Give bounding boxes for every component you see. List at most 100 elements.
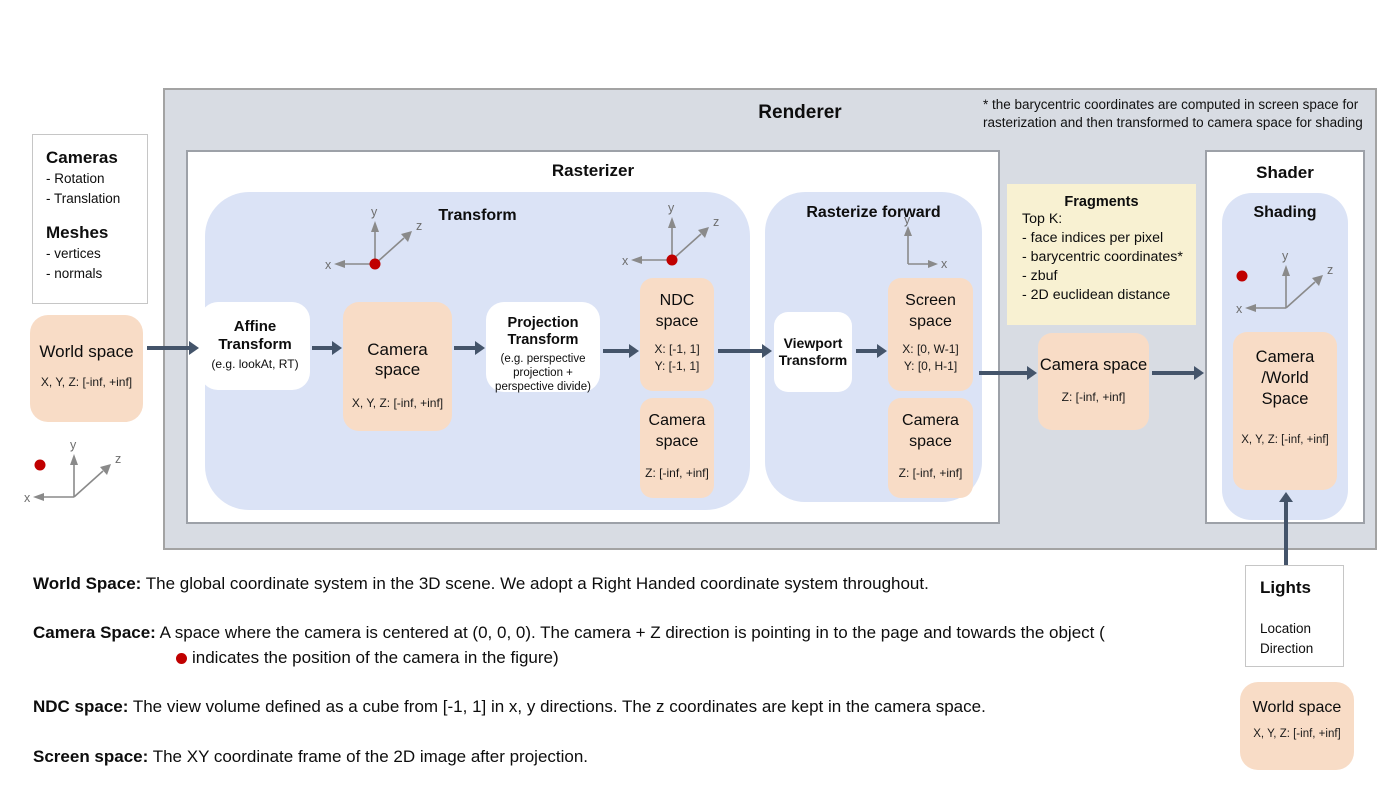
camera-space-title: Camera space [1039,356,1148,374]
svg-text:y: y [904,214,911,227]
camera-space-range: Z: [-inf, +inf] [1061,390,1126,404]
shader-title: Shader [1256,163,1314,182]
axis-triad-icon-shading: y z x [1236,249,1333,316]
fragments-item-face-indices: - face indices per pixel [1022,230,1164,246]
camera-space-z-range: Z: [-inf, +inf] [645,466,709,480]
world-space-range: X, Y, Z: [-inf, +inf] [1253,728,1341,740]
camera-space-z-box-1: Camera space Z: [-inf, +inf] [640,398,714,498]
camera-space-title: Camera space [648,412,706,450]
fragments-item-euclidean: - 2D euclidean distance [1022,287,1171,303]
arrow-camera-to-shader [1152,366,1204,380]
svg-text:x: x [622,254,629,268]
definition-world-space: World Space: The global coordinate syste… [33,571,1113,596]
camera-world-space-title: Camera /World Space [1255,348,1315,408]
affine-transform-box: Affine Transform (e.g. lookAt, RT) [200,302,310,390]
projection-transform-title: Projection Transform [507,315,579,348]
camera-position-dot [666,254,678,266]
axis-triad-icon-ndc: y z x [622,201,719,268]
rasterizer-title: Rasterizer [551,161,635,180]
camera-world-space-box: Camera /World Space X, Y, Z: [-inf, +inf… [1233,332,1337,490]
arrow-affine-to-camera [312,341,342,355]
lights-item-location: Location [1260,621,1312,636]
arrow-rasterizer-to-camera [979,366,1037,380]
cameras-title: Cameras [46,148,118,167]
definition-text: indicates the position of the camera in … [192,648,559,667]
camera-space-z-box-2: Camera space Z: [-inf, +inf] [888,398,973,498]
camera-space-box-1: Camera space X, Y, Z: [-inf, +inf] [343,302,452,431]
definition-ndc-space: NDC space: The view volume defined as a … [33,694,1113,719]
camera-space-title: Camera space [902,412,959,450]
arrow-camera-to-projection [454,341,485,355]
fragments-box: Fragments Top K: - face indices per pixe… [1007,184,1196,325]
world-space-lights-box: World space X, Y, Z: [-inf, +inf] [1240,682,1354,770]
world-space-title: World space [39,342,134,361]
arrow-viewport-to-screen [856,344,887,358]
fragments-title: Fragments [1064,194,1139,210]
svg-text:y: y [371,205,378,219]
screen-range-x: X: [0, W-1] [902,342,959,356]
camera-position-dot-legend [176,653,187,664]
definition-label: Screen space: [33,747,149,766]
viewport-transform-box: Viewport Transform [774,312,852,392]
fragments-item-zbuf: - zbuf [1022,268,1058,284]
meshes-item-normals: - normals [46,266,103,281]
svg-text:x: x [325,258,332,272]
definition-text: A space where the camera is centered at … [159,623,1105,642]
camera-space-title: Camera space [367,340,428,379]
definition-camera-space: Camera Space: A space where the camera i… [33,620,1108,670]
footnote-line-1: * the barycentric coordinates are comput… [983,97,1359,112]
camera-position-dot [1236,270,1248,282]
svg-text:z: z [416,219,422,233]
world-space-range: X, Y, Z: [-inf, +inf] [40,375,133,389]
arrow-ndc-to-viewport [718,344,772,358]
ndc-range-y: Y: [-1, 1] [654,359,700,373]
arrow-world-to-affine [147,341,199,355]
cameras-item-translation: - Translation [46,191,121,206]
cameras-meshes-box: Cameras - Rotation - Translation Meshes … [32,134,148,304]
definition-screen-space: Screen space: The XY coordinate frame of… [33,744,1113,769]
ndc-space-title: NDC space [655,292,699,330]
lights-item-direction: Direction [1260,641,1314,656]
cameras-item-rotation: - Rotation [46,171,105,186]
axis-triad-icon-transform: y z x [325,205,422,272]
arrow-lights-to-shader [1279,492,1293,565]
svg-text:x: x [1236,302,1243,316]
transform-title: Transform [438,207,517,224]
axis-triad-icon-world: y z x [24,438,121,505]
meshes-title: Meshes [46,223,109,242]
projection-transform-subtitle: (e.g. perspective projection + perspecti… [495,353,591,393]
svg-text:z: z [1327,263,1333,277]
rasterize-forward-title: Rasterize forward [806,204,941,221]
camera-space-range: X, Y, Z: [-inf, +inf] [351,396,444,410]
projection-transform-box: Projection Transform (e.g. perspective p… [486,302,600,393]
ndc-range-x: X: [-1, 1] [654,342,700,356]
camera-space-output-box: Camera space Z: [-inf, +inf] [1038,333,1149,430]
definition-text: The XY coordinate frame of the 2D image … [152,747,589,766]
screen-space-title: Screen space [905,292,956,330]
world-space-title: World space [1252,699,1342,716]
svg-text:z: z [713,215,719,229]
fragments-item-topk: Top K: [1022,211,1063,227]
shading-title: Shading [1253,204,1317,221]
barycentric-footnote: * the barycentric coordinates are comput… [983,96,1368,132]
footnote-line-2: rasterization and then transformed to ca… [983,115,1363,130]
affine-transform-title: Affine Transform [218,318,292,353]
ndc-space-box: NDC space X: [-1, 1] Y: [-1, 1] [640,278,714,391]
affine-transform-subtitle: (e.g. lookAt, RT) [211,357,299,371]
definition-text: The global coordinate system in the 3D s… [145,574,929,593]
definition-text: The view volume defined as a cube from [… [132,697,986,716]
definition-label: World Space: [33,574,142,593]
lights-title: Lights [1260,578,1311,597]
meshes-item-vertices: - vertices [46,246,101,261]
svg-text:y: y [1282,249,1289,263]
world-space-input-box: World space X, Y, Z: [-inf, +inf] [30,315,143,422]
viewport-transform-title: Viewport Transform [778,335,848,368]
axis-2d-icon-screen: y x [904,214,948,271]
definition-label: Camera Space: [33,623,156,642]
renderer-title: Renderer [758,102,842,123]
camera-position-dot [369,258,381,270]
camera-space-z-range: Z: [-inf, +inf] [898,466,963,480]
camera-position-dot [34,459,46,471]
arrow-projection-to-ndc [603,344,639,358]
